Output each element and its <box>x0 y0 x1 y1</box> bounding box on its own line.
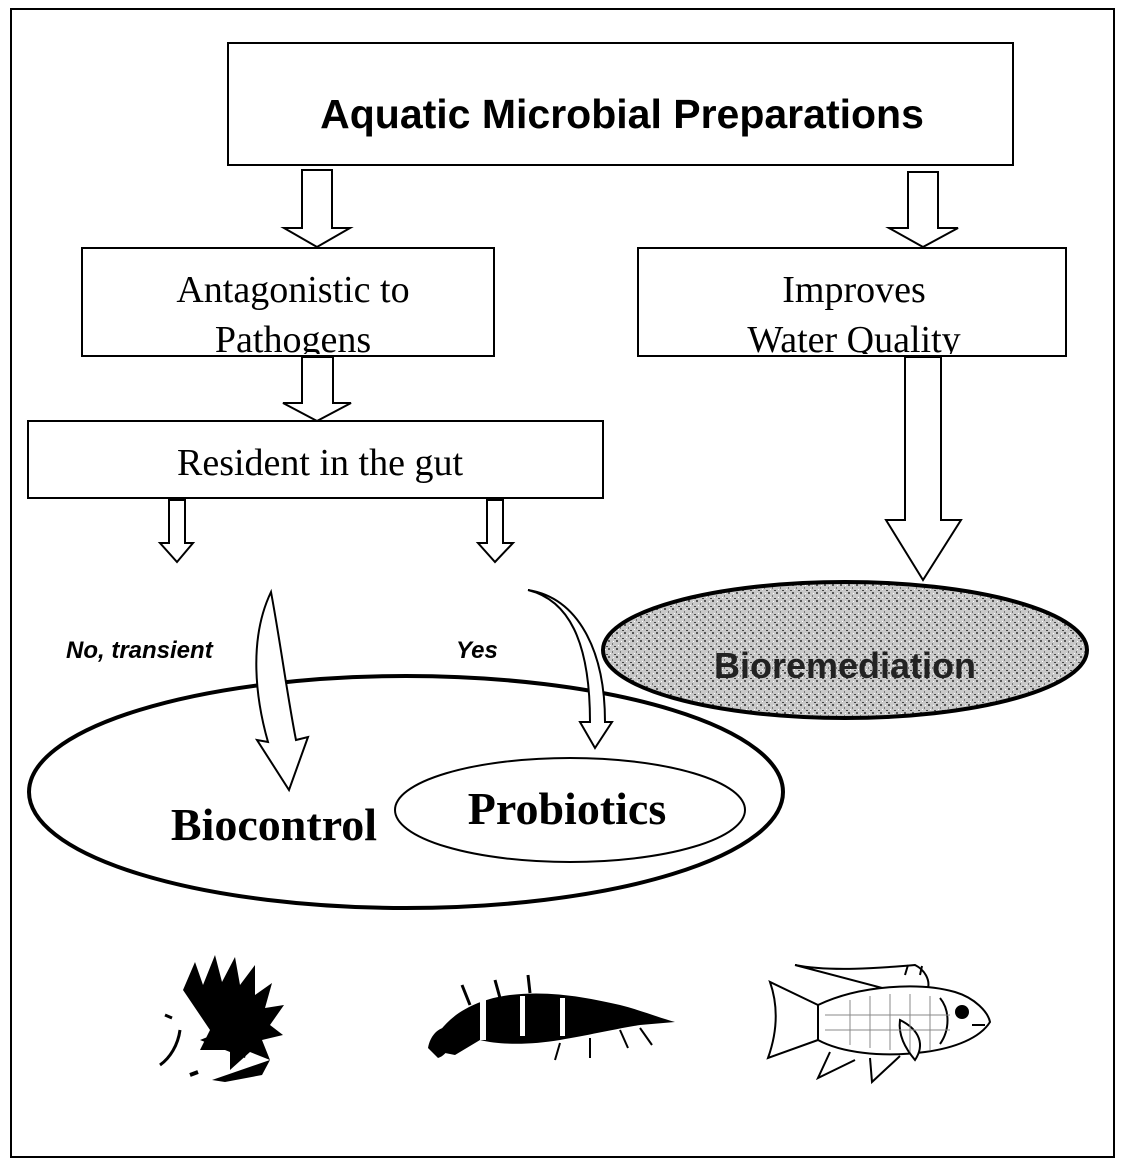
bioremediation-ellipse: Bioremediation <box>603 582 1087 718</box>
title-box: Aquatic Microbial Preparations <box>228 43 1013 165</box>
urchin-icon <box>160 955 284 1082</box>
probiotics-text: Probiotics <box>468 783 666 834</box>
biocontrol-text: Biocontrol <box>171 799 377 850</box>
improves-line1: Improves <box>782 269 926 311</box>
arrow-resident-yes <box>478 500 513 562</box>
improves-box: Improves Water Quality <box>638 248 1066 361</box>
label-no-transient: No, transient <box>66 637 214 664</box>
fish-icon <box>768 965 990 1082</box>
bioremediation-text: Bioremediation <box>714 645 976 686</box>
arrow-title-to-improves <box>889 172 958 247</box>
shrimp-icon <box>428 975 675 1060</box>
arrow-antagonistic-to-resident <box>283 357 351 421</box>
arrow-resident-no <box>160 500 193 562</box>
resident-box: Resident in the gut <box>28 421 603 498</box>
label-yes: Yes <box>456 637 498 664</box>
antagonistic-box: Antagonistic to Pathogens <box>82 248 494 361</box>
antagonistic-line1: Antagonistic to <box>176 269 409 311</box>
title-text: Aquatic Microbial Preparations <box>320 91 924 137</box>
arrow-title-to-antagonistic <box>284 170 350 247</box>
arrow-improves-to-bioremediation <box>886 357 961 580</box>
resident-text: Resident in the gut <box>177 442 463 484</box>
